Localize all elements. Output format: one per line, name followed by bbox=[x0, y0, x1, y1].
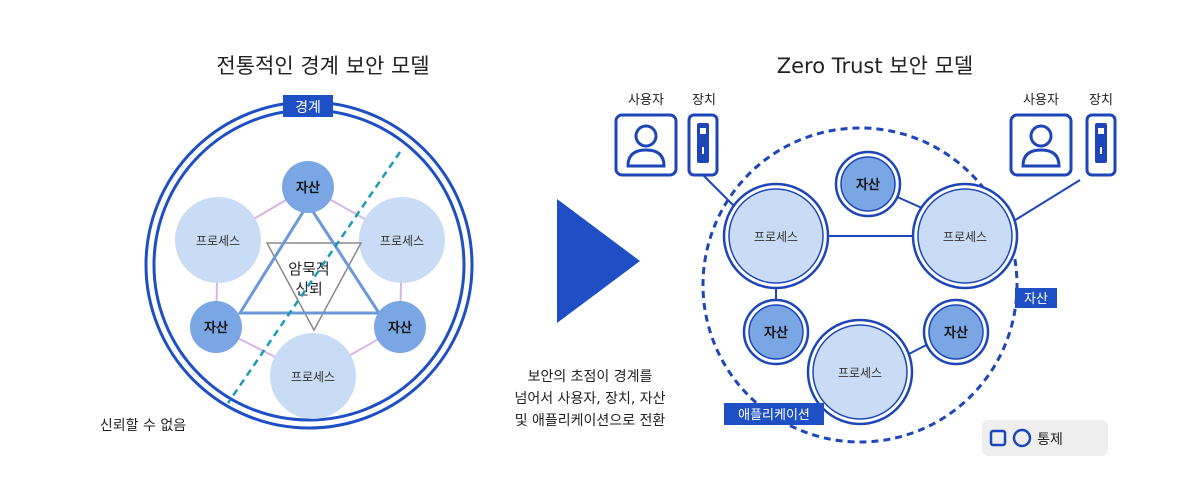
zt-asset-label-left: 자산 bbox=[764, 325, 788, 341]
asset-label-left: 자산 bbox=[204, 320, 228, 336]
zt-process-label-bottom: 프로세스 bbox=[838, 366, 882, 380]
perimeter-label: 경계 bbox=[295, 100, 321, 116]
application-boundary bbox=[701, 126, 1019, 444]
control-legend-label: 통제 bbox=[1037, 432, 1063, 448]
implicit-trust-up-triangle bbox=[237, 201, 382, 315]
process-node-bottom bbox=[270, 333, 356, 419]
process-label-bottom: 프로세스 bbox=[291, 370, 335, 384]
asset-tag-box bbox=[1015, 288, 1057, 308]
control-circle-icon bbox=[1012, 428, 1032, 448]
asset-node-top bbox=[282, 161, 334, 213]
asset-node-left bbox=[190, 301, 242, 353]
asset-node-right bbox=[374, 301, 426, 353]
process-label-left: 프로세스 bbox=[196, 234, 240, 248]
user-icon-right bbox=[1009, 113, 1073, 177]
zt-asset-node-right bbox=[922, 298, 990, 366]
zt-process-node-bottom bbox=[806, 318, 914, 426]
caption-line2: 넘어서 사용자, 장치, 자산 bbox=[514, 391, 665, 407]
asset-label-top: 자산 bbox=[296, 180, 320, 196]
user-label-right: 사용자 bbox=[1023, 93, 1059, 108]
device-icon-right bbox=[1085, 113, 1117, 177]
asset-tag: 자산 bbox=[1024, 292, 1048, 307]
control-legend-box bbox=[982, 420, 1108, 456]
process-node-left bbox=[175, 197, 261, 283]
zt-asset-node-left bbox=[742, 298, 810, 366]
caption-line3: 및 애플리케이션으로 전환 bbox=[515, 413, 666, 429]
zt-asset-label-top: 자산 bbox=[856, 177, 880, 193]
perimeter-label-box bbox=[283, 95, 333, 117]
zt-process-label-right: 프로세스 bbox=[943, 230, 987, 244]
process-node-right bbox=[359, 197, 445, 283]
untrusted-label: 신뢰할 수 없음 bbox=[100, 418, 186, 434]
transition-arrow-icon bbox=[557, 199, 640, 323]
user-label-left: 사용자 bbox=[628, 93, 664, 108]
control-square-icon bbox=[989, 429, 1007, 447]
left-title: 전통적인 경계 보안 모델 bbox=[216, 54, 429, 78]
asset-label-right: 자산 bbox=[388, 320, 412, 336]
trust-boundary-dashed-line bbox=[226, 151, 402, 404]
application-tag-box bbox=[724, 403, 824, 425]
application-tag: 애플리케이션 bbox=[738, 408, 810, 423]
user-icon-left bbox=[614, 113, 678, 177]
implicit-trust-line1: 암묵적 bbox=[288, 260, 329, 278]
device-label-right: 장치 bbox=[1089, 93, 1113, 108]
device-label-left: 장치 bbox=[692, 93, 716, 108]
zt-asset-label-right: 자산 bbox=[944, 325, 968, 341]
zt-process-node-right bbox=[911, 182, 1019, 290]
process-label-right: 프로세스 bbox=[380, 234, 424, 248]
device-icon-left bbox=[687, 113, 719, 177]
zt-process-node-left bbox=[722, 182, 830, 290]
implicit-trust-down-triangle bbox=[265, 242, 363, 332]
zt-asset-node-top bbox=[834, 150, 902, 218]
caption-line1: 보안의 초점이 경계를 bbox=[528, 369, 653, 385]
right-title: Zero Trust 보안 모델 bbox=[777, 54, 974, 78]
zt-process-label-left: 프로세스 bbox=[754, 230, 798, 244]
